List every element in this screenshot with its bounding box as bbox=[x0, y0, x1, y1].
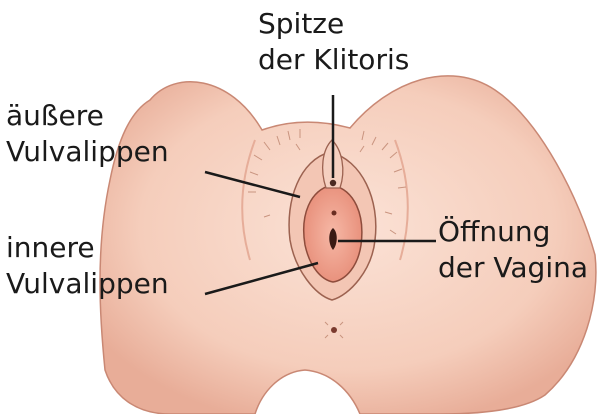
label-vaginal-opening-line2: der Vagina bbox=[438, 250, 588, 286]
label-outer-labia-line2: Vulvalippen bbox=[6, 134, 169, 170]
anus bbox=[331, 327, 337, 333]
label-inner-labia-line1: innere bbox=[6, 230, 169, 266]
label-vaginal-opening-line1: Öffnung bbox=[438, 214, 588, 250]
label-clitoris: Spitze der Klitoris bbox=[258, 6, 409, 78]
label-inner-labia-line2: Vulvalippen bbox=[6, 266, 169, 302]
urethral-opening bbox=[332, 211, 337, 216]
label-outer-labia-line1: äußere bbox=[6, 98, 169, 134]
clitoris-tip bbox=[330, 180, 336, 186]
label-vaginal-opening: Öffnung der Vagina bbox=[438, 214, 588, 286]
label-outer-labia: äußere Vulvalippen bbox=[6, 98, 169, 170]
label-clitoris-line2: der Klitoris bbox=[258, 42, 409, 78]
label-clitoris-line1: Spitze bbox=[258, 6, 409, 42]
label-inner-labia: innere Vulvalippen bbox=[6, 230, 169, 302]
